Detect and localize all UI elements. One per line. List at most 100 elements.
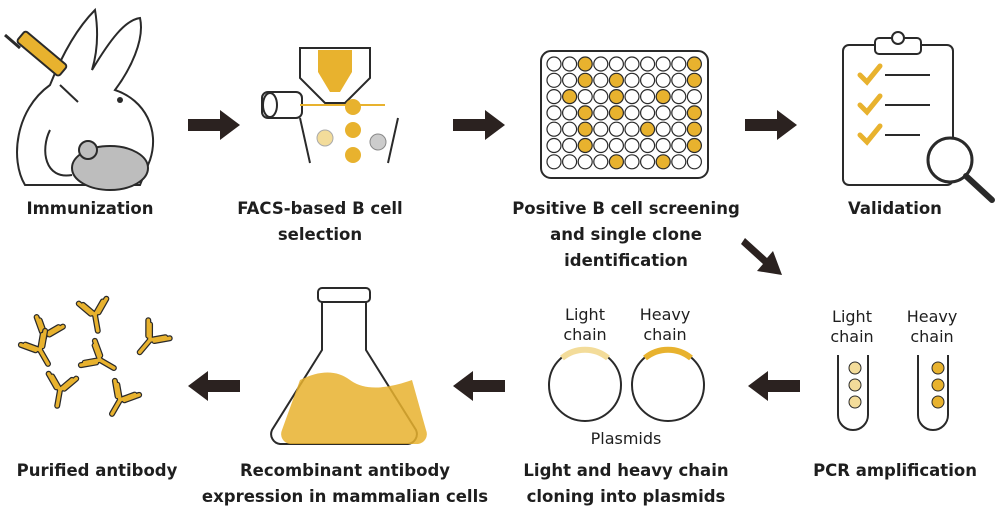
plasmid-light-icon [548,346,622,422]
well [639,121,656,137]
label-immunization: Immunization [26,199,153,218]
label-pcr: PCR amplification [813,461,977,480]
antibody-icon [136,317,173,356]
well [593,137,609,154]
magnifier-icon [926,136,995,203]
well [577,88,593,105]
well [608,56,625,72]
pcr-tube-heavy-icon [917,355,949,431]
arrow-right-icon [188,110,240,140]
well [671,56,687,72]
well [686,121,703,137]
well [561,121,578,137]
well [686,137,703,154]
well [593,121,609,137]
well [561,154,578,170]
syringe-icon [4,30,79,103]
well [577,72,593,88]
well [671,154,687,170]
rabbit-icon [16,7,155,186]
label-validation: Validation [848,199,942,218]
well [671,105,687,121]
antibody-icon [77,337,117,371]
well [686,72,703,88]
pcr-light-label: Light [832,307,872,326]
well [546,121,562,137]
well [577,121,593,137]
well [639,154,656,170]
well [671,121,687,137]
well [546,88,562,105]
plasmid-heavy-icon [631,346,705,422]
well [686,105,703,121]
well [655,154,671,170]
well [546,72,562,88]
well [671,72,687,88]
well [561,105,578,121]
well [686,88,703,105]
well [546,105,562,121]
well [577,105,593,121]
well [624,154,640,170]
well [671,88,687,105]
well [608,154,625,170]
well [639,105,656,121]
well [546,56,562,72]
well [624,72,640,88]
well [561,137,578,154]
antibody-icon [75,295,110,334]
antibody-icon [109,377,143,417]
well [655,137,671,154]
well [639,72,656,88]
well [686,154,703,170]
clipboard-icon [842,31,954,186]
cloning-light-label-2: chain [563,325,606,344]
well [655,121,671,137]
well [593,72,609,88]
flask-icon [270,287,427,445]
arrow-diagonal-icon [741,238,782,275]
cloning-heavy-label: Heavy [640,305,691,324]
label-expression-line1: Recombinant antibody [240,461,450,480]
facs-sorter-icon [261,47,399,164]
well [546,154,562,170]
well [546,137,562,154]
well [577,154,593,170]
cloning-heavy-label-2: chain [643,325,686,344]
well [608,137,625,154]
label-cloning-line2: cloning into plasmids [527,487,726,506]
label-screening-line1: Positive B cell screening [512,199,740,218]
well [577,56,593,72]
well [608,88,625,105]
antibody-icon [45,370,80,409]
mouse-icon [44,129,149,191]
label-expression-line2: expression in mammalian cells [202,487,488,506]
well [639,137,656,154]
well [655,72,671,88]
well [686,56,703,72]
cloning-light-label: Light [565,305,605,324]
label-screening-line3: identification [564,251,688,270]
well-grid [546,56,703,170]
label-facs-line1: FACS-based B cell [237,199,402,218]
label-purified: Purified antibody [17,461,178,480]
arrow-left-icon [188,371,240,401]
arrow-right-icon [453,110,505,140]
well [593,105,609,121]
well [624,88,640,105]
well [593,56,609,72]
arrow-left-icon [748,371,800,401]
well [655,56,671,72]
well [655,88,671,105]
well [671,137,687,154]
pcr-tube-light-icon [837,355,869,431]
well [608,105,625,121]
label-screening-line2: and single clone [550,225,702,244]
well [624,56,640,72]
arrow-left-icon [453,371,505,401]
pcr-light-label-2: chain [830,327,873,346]
label-cloning-line1: Light and heavy chain [523,461,728,480]
pcr-heavy-label-2: chain [910,327,953,346]
well [655,105,671,121]
